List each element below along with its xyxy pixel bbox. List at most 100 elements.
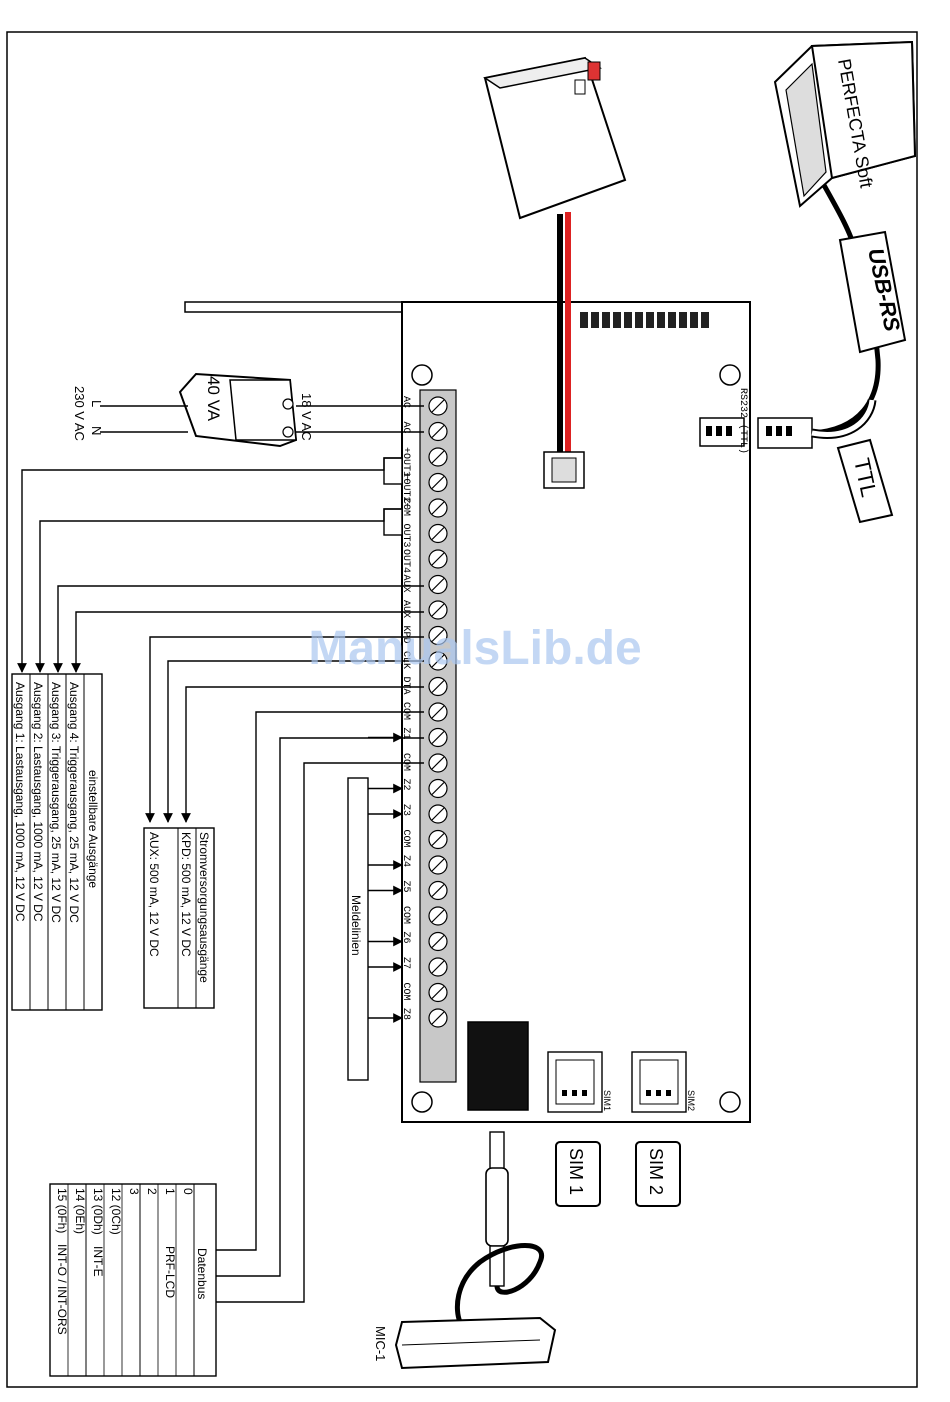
out2-load (383, 508, 403, 536)
sim2-slot-label: SIM2 (686, 1090, 696, 1111)
terminal-screw-slot (431, 476, 445, 489)
bus-dta-wire (216, 762, 424, 1303)
battery (483, 56, 627, 489)
main-board (401, 301, 751, 1123)
header-pin (613, 312, 621, 328)
aux1-wire (145, 636, 424, 823)
terminal-screw-slot (431, 731, 445, 744)
usb-rs-converter: USB-RS (838, 230, 907, 354)
terminal-label: AUX (400, 600, 411, 618)
terminal-label: COM (400, 906, 411, 924)
terminal-label: +OUT2− (400, 473, 411, 509)
header-pin (591, 312, 599, 328)
header-pin (602, 312, 610, 328)
watermark: ManualsLib.de (308, 622, 641, 675)
terminal-label: COM (400, 498, 411, 516)
sim1-slot-label: SIM1 (602, 1090, 612, 1111)
databus-address: 13 (0Dh) (91, 1188, 105, 1235)
header-pin (657, 312, 665, 328)
terminal-label: Z8 (400, 1008, 411, 1020)
header-pin (646, 312, 654, 328)
mounting-hole (719, 364, 741, 386)
aux2-wire (163, 660, 424, 823)
supply-row: AUX: 500 mA, 12 V DC (147, 832, 161, 957)
databus-device: PRF-LCD (163, 1246, 177, 1298)
out1-wire (17, 457, 402, 673)
sim1-card: SIM 1 (555, 1141, 601, 1207)
terminal-screws (428, 396, 448, 1028)
zone-arrows (368, 732, 403, 1023)
mains-n-label: N (89, 426, 104, 435)
terminal-screw-slot (431, 603, 445, 617)
supply-row: KPD: 500 mA, 12 V DC (179, 832, 193, 957)
terminal-screw-slot (431, 680, 445, 693)
sim2-card-label: SIM 2 (646, 1148, 666, 1195)
terminal-label: OUT3 (400, 524, 411, 548)
databus-device: INT-O / INT-ORS (55, 1244, 69, 1335)
terminal-label: COM (400, 753, 411, 771)
terminal-labels: ACAC+OUT1−+OUT2−COMOUT3OUT4AUXAUXKPDCLKD… (400, 396, 411, 1020)
terminal-screw-slot (431, 527, 445, 540)
terminal-screw-slot (431, 629, 445, 642)
terminal-screw-slot (431, 578, 445, 591)
terminal-screw-slot (431, 782, 445, 795)
mains-voltage-label: 230 V AC (72, 386, 87, 441)
terminal-label: CLK (400, 651, 411, 669)
terminal-screw-slot (431, 858, 445, 872)
header-pin (679, 312, 687, 328)
terminal-label: KPD (400, 626, 411, 644)
rs232-label: RS232 (TTL) (737, 388, 749, 454)
out4-wire (71, 611, 424, 673)
terminal-label: COM (400, 983, 411, 1001)
outputs-table: einstellbare Ausgänge Ausgang 4: Trigger… (11, 673, 103, 1011)
terminal-label: Z2 (400, 779, 411, 791)
databus-address: 0 (181, 1188, 195, 1195)
terminal-screw-slot (431, 654, 445, 668)
outputs-row: Ausgang 3: Triggerausgang, 25 mA, 12 V D… (49, 682, 63, 923)
zones-bracket (347, 777, 369, 1081)
terminal-label: +OUT1− (400, 447, 411, 483)
databus-address: 1 (163, 1188, 177, 1195)
supply-title: Stromversorgungsausgänge (197, 832, 211, 983)
terminal-screw-slot (431, 884, 445, 897)
databus-device: INT-E (91, 1246, 105, 1277)
sim1-slot: SIM1 (547, 1051, 612, 1113)
terminal-label: COM (400, 830, 411, 848)
header-pin (690, 312, 698, 328)
out2-wire (35, 508, 402, 673)
terminal-screw-slot (431, 986, 445, 999)
terminal-label: AUX (400, 575, 411, 593)
zones-label: Meldelinien (349, 895, 363, 956)
page-frame (6, 31, 918, 1388)
outputs-row: Ausgang 1: Lastausgang, 1000 mA, 12 V DC (13, 682, 27, 922)
terminal-label: COM (400, 702, 411, 720)
terminal-screw-slot (431, 552, 445, 566)
out3-wire (53, 585, 424, 673)
terminal-screw-slot (431, 807, 445, 821)
header-pin (668, 312, 676, 328)
terminal-screw-slot (431, 756, 445, 770)
terminal-label: Z1 (400, 728, 411, 740)
outputs-title: einstellbare Ausgänge (86, 770, 100, 888)
out1-load (383, 457, 403, 485)
outputs-row: Ausgang 4: Triggerausgang, 25 mA, 12 V D… (67, 682, 81, 923)
kpd-wire (181, 686, 424, 823)
terminal-screw-slot (431, 450, 445, 464)
microphone: MIC-1 (373, 1131, 557, 1370)
header-pin (635, 312, 643, 328)
databus-title: Datenbus (195, 1248, 209, 1299)
sim2-slot: SIM2 (631, 1051, 696, 1113)
secondary-voltage-label: 18 V AC (299, 393, 314, 441)
bus-kpd-wire (216, 711, 424, 1251)
mounting-hole (411, 1091, 433, 1113)
transformer: 40 VA (178, 372, 298, 448)
terminal-label: Z7 (400, 957, 411, 969)
terminal-label: Z5 (400, 881, 411, 893)
pin-header (580, 312, 709, 328)
outputs-row: Ausgang 2: Lastausgang, 1000 mA, 12 V DC (31, 682, 45, 922)
databus-address: 15 (0Fh) (55, 1188, 69, 1233)
databus-address: 14 (0Eh) (73, 1188, 87, 1234)
terminal-label: Z4 (400, 855, 411, 867)
